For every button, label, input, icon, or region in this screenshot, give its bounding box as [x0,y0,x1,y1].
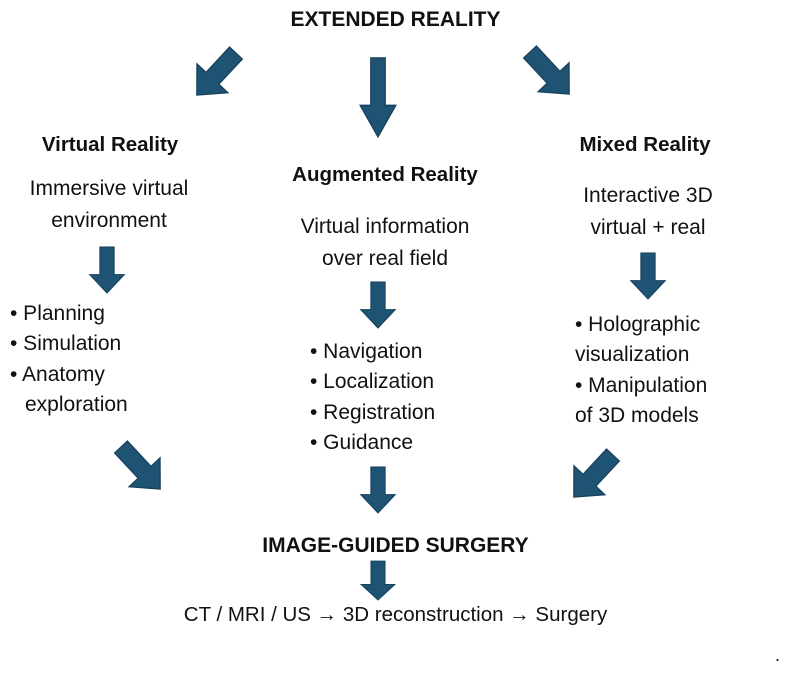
arrow-xr-to-ar [359,57,397,138]
arrow-mr-desc-to-bullets [630,252,666,300]
virtual-reality-uses: • Planning • Simulation • Anatomy explor… [10,299,128,421]
mr-bullet-holographic: • Holographic [575,313,701,336]
image-guided-surgery-title: IMAGE-GUIDED SURGERY [262,534,529,557]
arrow-xr-to-vr [180,37,253,111]
trailing-mark: . [775,645,781,665]
augmented-reality-heading: Augmented Reality [292,163,478,186]
ar-bullet-guidance: • Guidance [310,431,414,455]
mr-desc-line-1: Interactive 3D [583,184,713,207]
vr-bullet-exploration: exploration [25,393,128,417]
ar-desc-line-2: over real field [321,246,449,270]
ar-bullet-navigation: • Navigation [310,340,423,363]
augmented-reality-uses: • Navigation • Localization • Registrati… [310,337,435,459]
ar-desc-line-1: Virtual information [300,215,470,238]
extended-reality-title: EXTENDED REALITY [290,8,501,31]
mr-bullet-3d-models: of 3D models [575,404,699,428]
ar-bullet-localization: • Localization [310,370,435,394]
mr-bullet-visualization: visualization [575,343,690,367]
mixed-reality-uses: • Holographic visualization • Manipulati… [575,310,707,432]
arrow-vr-desc-to-bullets [89,246,125,294]
arrow-mr-to-igs [557,439,630,513]
mixed-reality-description: Interactive 3D virtual + real [548,180,748,244]
arrow-ar-desc-to-bullets [360,281,396,329]
virtual-reality-heading: Virtual Reality [41,133,179,156]
vr-desc-line-2: environment [51,208,167,232]
surgery-pipeline: CT / MRI / US → 3D reconstruction → Surg… [183,603,608,626]
arrow-igs-to-pipeline [360,560,396,601]
arrow-ar-to-igs [360,466,396,514]
virtual-reality-description: Immersive virtual environment [0,173,218,237]
vr-bullet-planning: • Planning [10,302,105,325]
arrow-xr-to-mr [513,36,586,110]
mixed-reality-heading: Mixed Reality [579,133,711,156]
mr-desc-line-2: virtual + real [590,215,706,239]
mr-bullet-manipulation: • Manipulation [575,373,708,397]
vr-bullet-anatomy: • Anatomy [10,362,105,386]
arrow-vr-to-igs [104,431,177,505]
vr-desc-line-1: Immersive virtual [29,177,189,200]
ar-bullet-registration: • Registration [310,400,436,424]
augmented-reality-description: Virtual information over real field [265,211,505,275]
vr-bullet-simulation: • Simulation [10,332,122,356]
